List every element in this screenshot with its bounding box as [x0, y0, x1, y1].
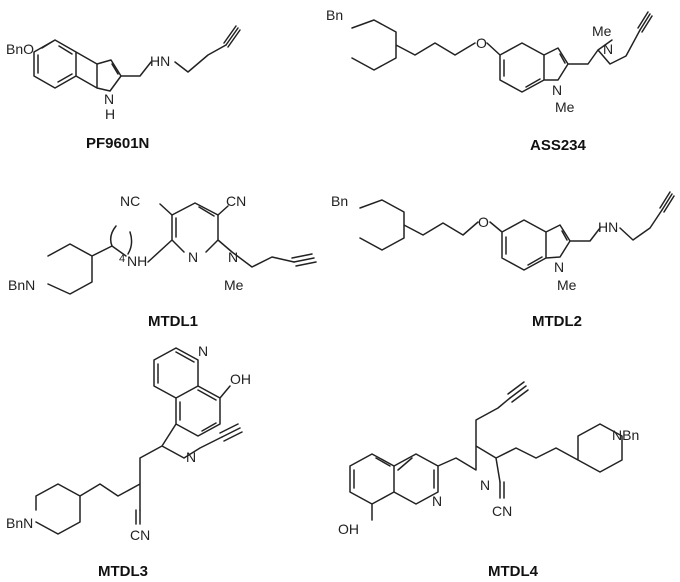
atom-cn: CN [130, 527, 150, 543]
atom-n: N [186, 449, 196, 465]
molecule-pf9601n: BnO HN N H PF9601N [6, 25, 241, 152]
atom-bnn: BnN [8, 277, 35, 293]
atom-bn: Bn [326, 7, 343, 23]
atom-n: N [554, 259, 564, 275]
atom-nh: NH [127, 253, 147, 269]
atom-me: Me [557, 277, 577, 293]
molecule-mtdl4: OH N N CN NBn MTDL4 [338, 381, 639, 580]
atom-n: N [603, 41, 613, 57]
atom-me: Me [555, 99, 575, 115]
molecule-label-pf9601n: PF9601N [86, 135, 149, 152]
atom-n: N [104, 91, 114, 107]
molecule-label-mtdl4: MTDL4 [488, 563, 539, 580]
molecule-label-mtdl3: MTDL3 [98, 563, 148, 580]
molecule-mtdl2: Bn O HN N Me MTDL2 [331, 191, 675, 330]
atom-n: N [198, 343, 208, 359]
atom-o: O [476, 35, 487, 51]
atom-hn: HN [598, 219, 618, 235]
atom-me: Me [592, 23, 612, 39]
atom-bn: Bn [331, 193, 348, 209]
molecule-label-mtdl2: MTDL2 [532, 313, 582, 330]
atom-n: N [432, 493, 442, 509]
atom-n: N [480, 477, 490, 493]
atom-bno: BnO [6, 41, 34, 57]
atom-nc: NC [120, 193, 140, 209]
atom-n: N [228, 249, 238, 265]
atom-hn: HN [150, 53, 170, 69]
atom-n: N [188, 249, 198, 265]
atom-cn: CN [226, 193, 246, 209]
molecule-label-mtdl1: MTDL1 [148, 313, 198, 330]
molecule-ass234: Bn O N Me N Me ASS234 [326, 7, 653, 154]
atom-bnn: BnN [6, 515, 33, 531]
atom-h: H [105, 106, 115, 122]
atom-n: N [552, 82, 562, 98]
atom-me: Me [224, 277, 244, 293]
molecule-mtdl3: BnN N CN N OH MTDL3 [6, 343, 251, 580]
atom-oh: OH [338, 521, 359, 537]
molecule-mtdl1: BnN 4 NH N N Me NC CN MTDL1 [8, 193, 317, 330]
atom-oh: OH [230, 371, 251, 387]
molecule-label-ass234: ASS234 [530, 137, 587, 154]
atom-nbn: NBn [612, 427, 639, 443]
atom-n4: 4 [119, 253, 125, 265]
atom-cn: CN [492, 503, 512, 519]
atom-o: O [478, 214, 489, 230]
